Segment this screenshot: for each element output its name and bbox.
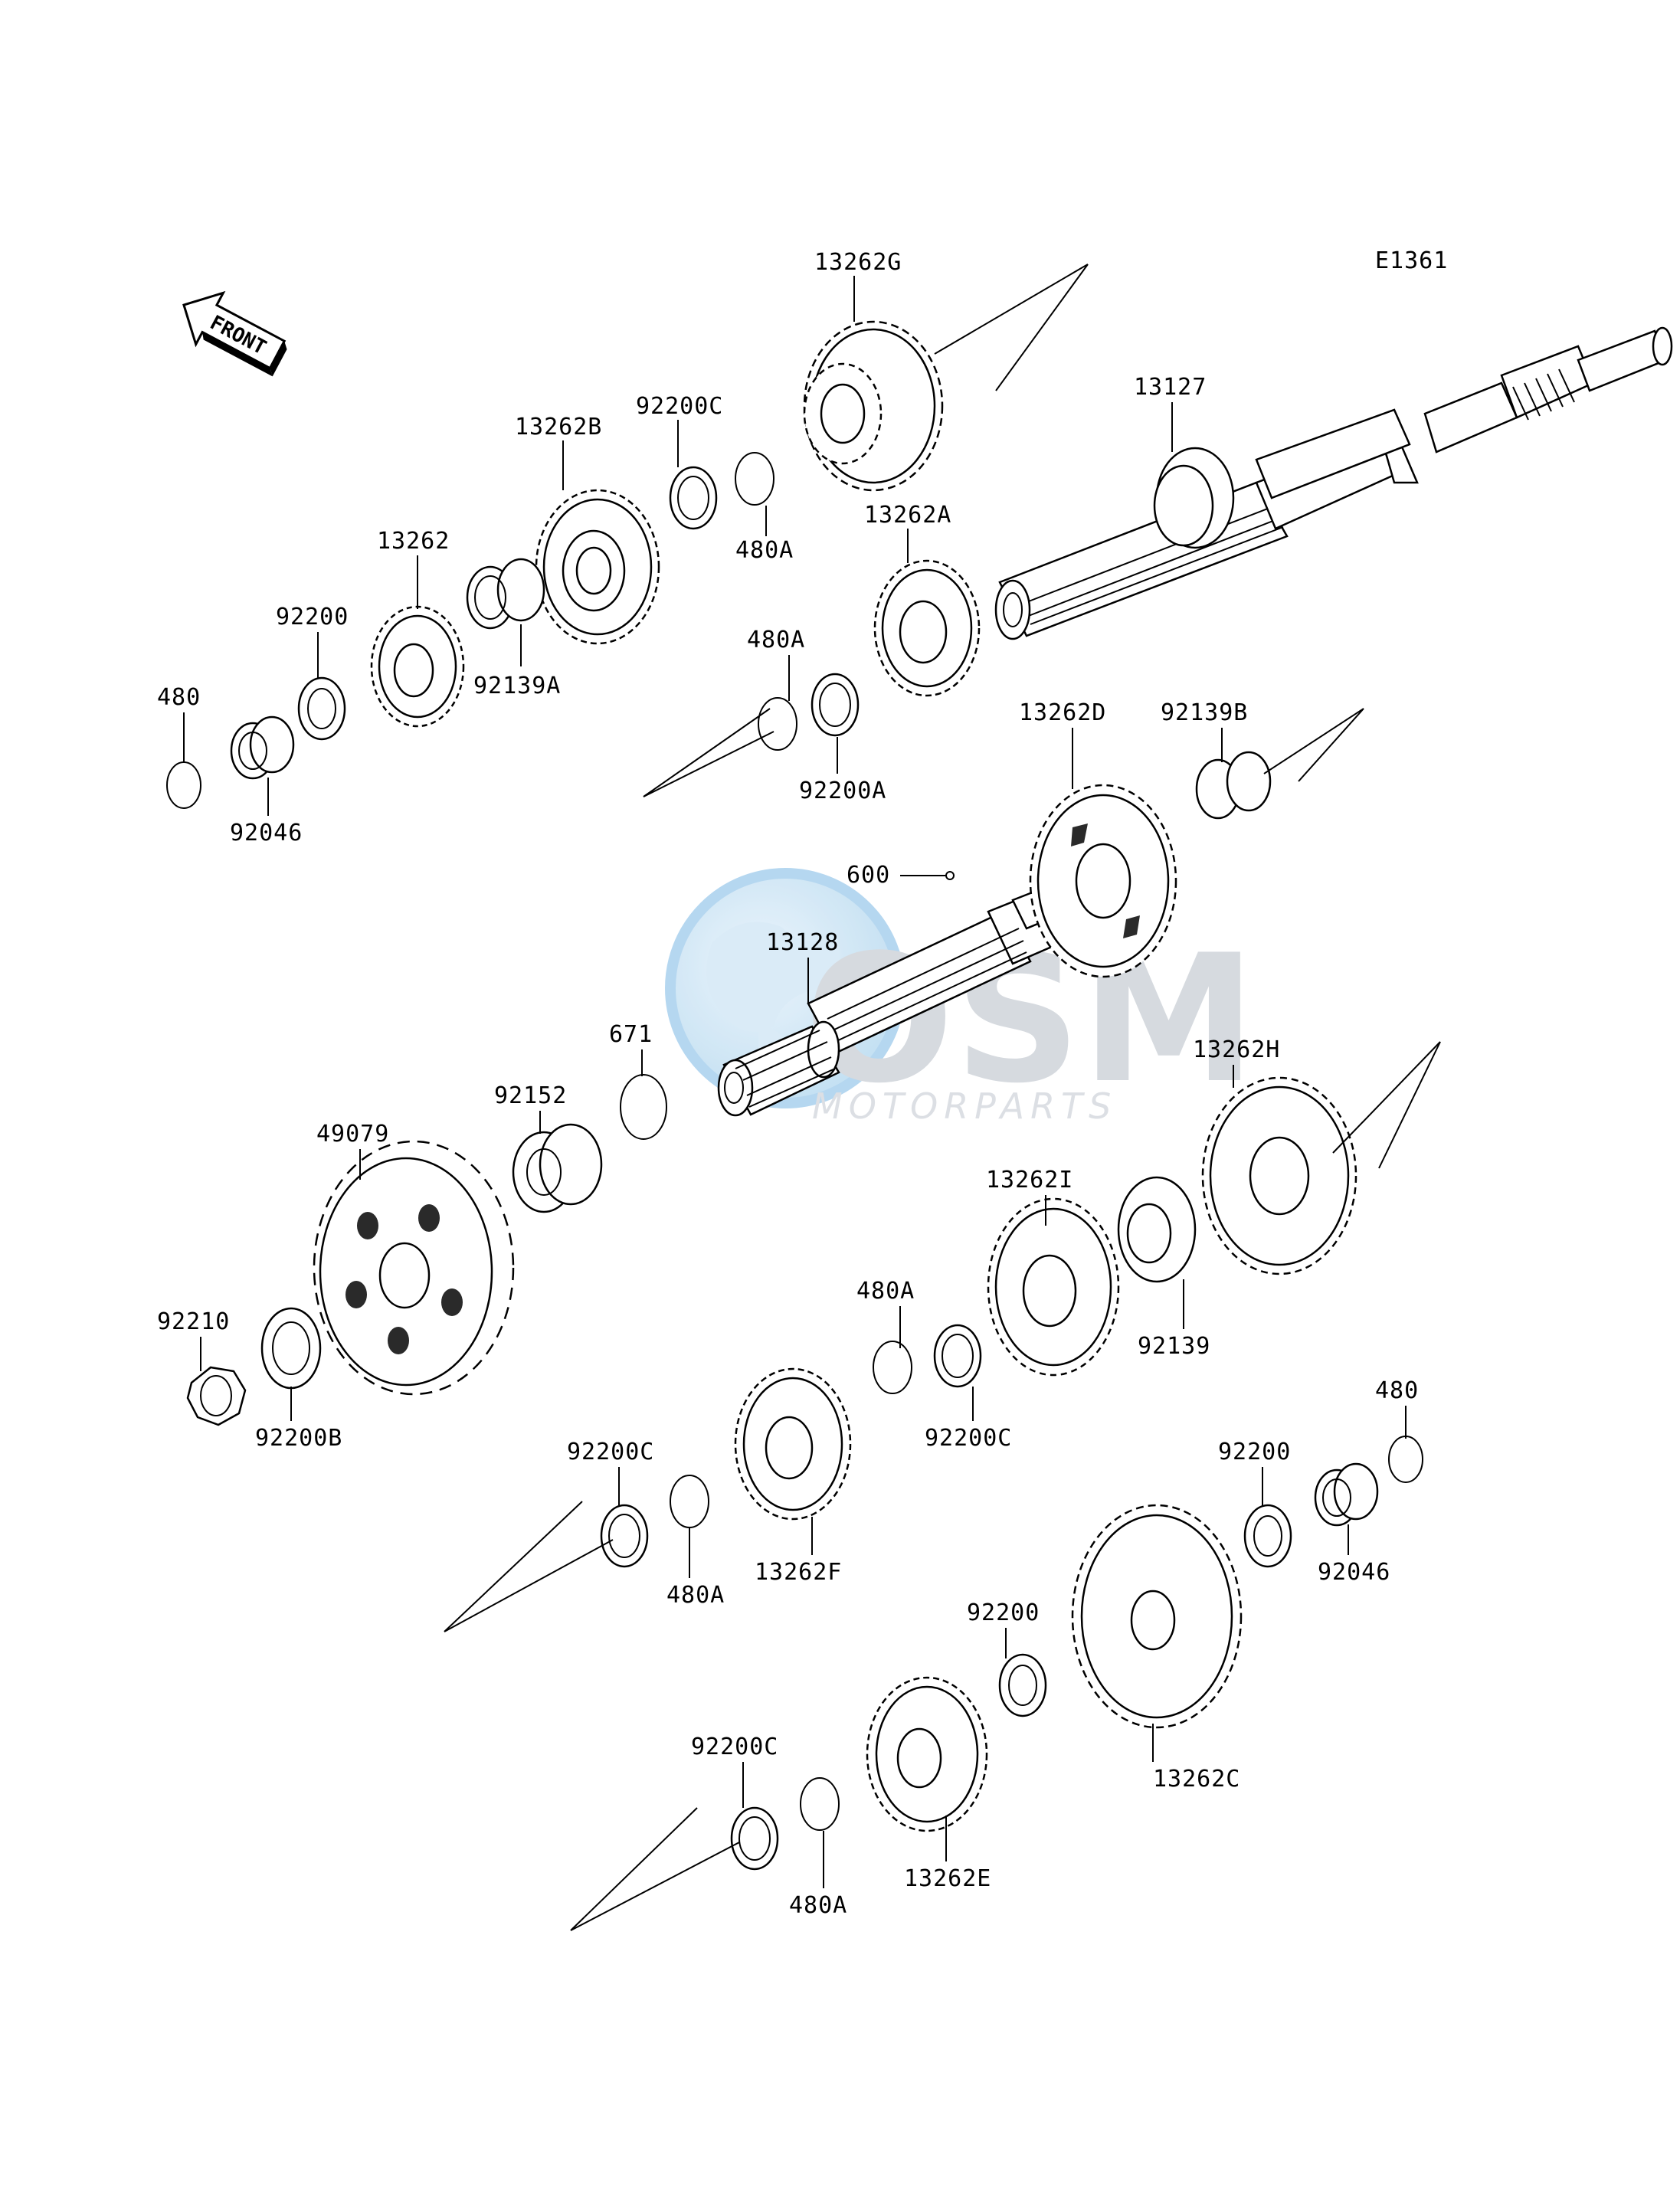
label-13262I: 13262I [986,1167,1073,1193]
circlip-480A-bottom [800,1777,840,1831]
washer-92200A [811,673,860,737]
washer-92200C-mid [933,1324,982,1388]
gear-13262 [370,605,465,728]
watermark-continents [706,922,840,1067]
label-92200-right: 92200 [1218,1439,1291,1465]
label-92200B: 92200B [255,1425,342,1452]
label-92200C-top: 92200C [636,393,723,420]
washer-92200-top [297,676,346,741]
label-480A-low: 480A [856,1278,915,1305]
washer-92200B [260,1307,322,1390]
label-480A-left: 480A [666,1582,725,1609]
washer-92200C-left [600,1504,649,1568]
bearing-92046-right [1314,1462,1379,1527]
label-92139: 92139 [1138,1333,1210,1360]
bearing-92152 [512,1123,603,1213]
circlip-480A-mid [758,697,797,751]
front-arrow-icon: FRONT [182,290,287,377]
label-92200A: 92200A [799,778,886,804]
label-92200-low: 92200 [967,1599,1040,1626]
label-92139B: 92139B [1161,699,1248,726]
washer-92200C-bottom [730,1806,779,1871]
label-49079: 49079 [316,1121,389,1148]
gear-13262H [1201,1076,1357,1275]
label-671: 671 [609,1021,653,1048]
label-13262E: 13262E [904,1865,991,1892]
washer-92200-right [1243,1504,1292,1568]
circlip-480A-left [670,1475,709,1528]
label-13262F: 13262F [755,1559,842,1586]
label-92200C-mid: 92200C [925,1425,1012,1452]
nut-92210 [186,1366,247,1426]
gear-13262B [535,489,660,645]
label-92139A: 92139A [473,673,561,699]
label-13262: 13262 [377,528,450,555]
bearing-92046-left [230,715,295,780]
sprocket-49079 [313,1140,515,1396]
bushing-92139B [1195,751,1272,820]
label-92200C-bottom: 92200C [691,1734,778,1760]
label-92046-right: 92046 [1318,1559,1390,1586]
gear-13262F [734,1367,852,1521]
label-480A-top: 480A [735,537,794,564]
watermark-sub: MOTORPARTS [812,1085,1117,1127]
o-ring-671 [620,1074,667,1140]
label-600: 600 [847,862,890,889]
label-480-top: 480 [157,684,201,711]
label-13128: 13128 [766,929,839,956]
label-13262H: 13262H [1193,1036,1280,1063]
gear-13262A [873,559,981,697]
label-92200C-left: 92200C [567,1439,654,1465]
bearing-92139A [466,558,545,630]
gear-13262C [1071,1504,1243,1729]
gear-13262D [1029,784,1177,978]
label-480-right: 480 [1375,1377,1419,1404]
gear-13262G [803,320,944,492]
circlip-480A-top [735,452,775,506]
label-480A-bottom: 480A [789,1892,847,1919]
label-92046-top: 92046 [230,820,303,846]
label-13262C: 13262C [1153,1766,1240,1793]
label-92152: 92152 [494,1082,567,1109]
diagram-code: E1361 [1375,247,1448,274]
shaft-13127 [994,326,1673,640]
label-13262B: 13262B [515,414,602,440]
label-13262A: 13262A [864,502,951,529]
label-92210: 92210 [157,1308,230,1335]
gear-13262E [866,1676,988,1832]
label-13262G: 13262G [814,249,902,276]
label-13127: 13127 [1134,374,1207,401]
circlip-480-right [1388,1436,1423,1483]
washer-92200-low [998,1653,1047,1717]
label-92200-top: 92200 [276,604,349,630]
circlip-480A-low [873,1341,912,1394]
gear-13262I [987,1197,1120,1377]
part-labels: 13262G 13127 92200C 13262B 480A 13262 13… [157,249,1419,1919]
label-480A-mid: 480A [747,627,805,653]
leader-lines [183,264,1441,1931]
circlip-480-top [166,761,201,809]
washer-92200C-top [669,466,718,530]
label-13262D: 13262D [1019,699,1106,726]
bearing-92139 [1117,1176,1197,1283]
